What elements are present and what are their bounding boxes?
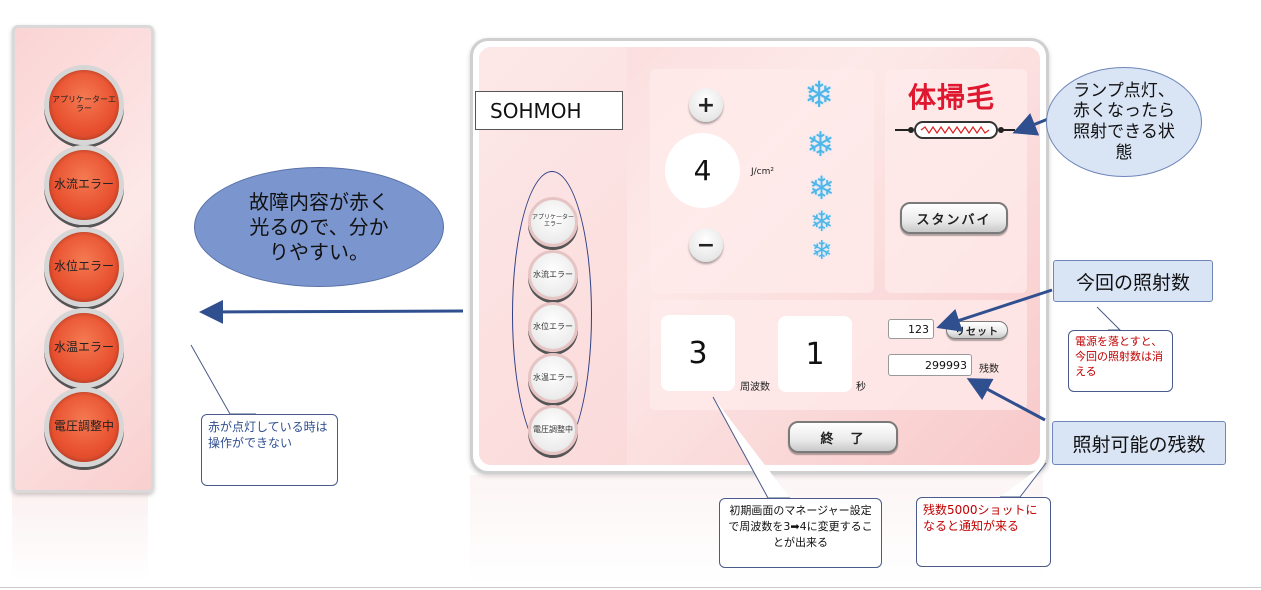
snowflake-icon: ❄ — [810, 205, 834, 238]
snowflake-icon: ❄ — [808, 169, 835, 207]
device-water-level-error: 水位エラー — [528, 302, 578, 352]
plus-icon: + — [696, 92, 716, 118]
seconds-value: 1 — [778, 316, 852, 392]
device-water-level-error-label: 水位エラー — [533, 321, 573, 331]
manager-callout: 初期画面のマネージャー設定で周波数を3➡4に変更することが出来る — [719, 498, 882, 568]
left-panel-reflection — [12, 492, 148, 582]
energy-unit: J/cm² — [751, 167, 775, 177]
remaining-notice-text: 残数5000ショットになると通知が来る — [923, 503, 1038, 534]
red-lit-text: 赤が点灯している時は操作ができない — [208, 420, 328, 451]
water-temp-error-indicator: 水温エラー — [44, 308, 124, 388]
hair-removal-title: 体掃毛 — [908, 81, 996, 114]
applicator-error-label: アプリケーターエラー — [52, 95, 116, 113]
lamp-icon — [895, 121, 1015, 139]
water-flow-error-indicator: 水流エラー — [44, 145, 124, 225]
shot-count-field: 123 — [888, 319, 934, 339]
hair-removal-panel — [885, 69, 1027, 293]
water-level-error-label: 水位エラー — [53, 259, 114, 274]
error-visible-callout: 故障内容が赤く光るので、分かりやすい。 — [194, 167, 444, 287]
error-panel-zoom: アプリケーターエラー 水流エラー 水位エラー 水温エラー 電圧調整中 — [12, 25, 154, 493]
minus-icon: − — [696, 232, 716, 258]
device-applicator-error: アプリケーターエラー — [528, 197, 578, 247]
lamp-callout: ランプ点灯、赤くなったら照射できる状態 — [1046, 67, 1202, 177]
energy-plus-button[interactable]: + — [689, 88, 723, 122]
energy-minus-button[interactable]: − — [689, 228, 723, 262]
error-group-highlight — [512, 171, 592, 458]
device-voltage-adjusting: 電圧調整中 — [528, 405, 578, 455]
manager-text: 初期画面のマネージャー設定で周波数を3➡4に変更することが出来る — [728, 504, 873, 549]
snowflake-icon: ❄ — [804, 75, 835, 116]
device-water-temp-error-label: 水温エラー — [533, 372, 573, 382]
standby-button[interactable]: スタンバイ — [900, 202, 1008, 234]
device-water-temp-error: 水温エラー — [528, 353, 578, 403]
device-water-flow-error-label: 水流エラー — [533, 269, 573, 279]
remaining-label: 残数 — [979, 364, 999, 375]
energy-value: 4 — [665, 133, 740, 208]
voltage-adjusting-indicator: 電圧調整中 — [44, 387, 124, 467]
water-level-error-indicator: 水位エラー — [44, 227, 124, 307]
brand-label: SOHMOH — [475, 91, 623, 130]
footer-divider — [0, 587, 1261, 588]
frequency-value: 3 — [661, 315, 735, 391]
water-flow-error-label: 水流エラー — [53, 177, 114, 192]
end-button[interactable]: 終 了 — [788, 421, 898, 453]
remaining-count-field: 299993 — [888, 354, 972, 376]
remaining-notice-callout: 残数5000ショットになると通知が来る — [916, 497, 1051, 567]
device-voltage-adjusting-label: 電圧調整中 — [533, 424, 573, 434]
lamp-text: ランプ点灯、赤くなったら照射できる状態 — [1073, 80, 1175, 163]
error-visible-text: 故障内容が赤く光るので、分かりやすい。 — [249, 189, 389, 264]
applicator-error-indicator: アプリケーターエラー — [44, 65, 124, 145]
frequency-label: 周波数 — [740, 382, 770, 393]
power-off-text: 電源を落とすと、今回の照射数は消える — [1075, 335, 1163, 378]
current-shots-label: 今回の照射数 — [1053, 260, 1213, 302]
device-water-flow-error: 水流エラー — [528, 250, 578, 300]
seconds-label: 秒 — [856, 382, 866, 393]
water-temp-error-label: 水温エラー — [53, 340, 114, 355]
remaining-shots-label: 照射可能の残数 — [1052, 421, 1226, 465]
snowflake-icon: ❄ — [811, 236, 833, 266]
snowflake-icon: ❄ — [806, 125, 835, 165]
red-lit-callout: 赤が点灯している時は操作ができない — [201, 414, 338, 486]
device-applicator-error-label: アプリケーターエラー — [531, 214, 574, 228]
voltage-adjusting-label: 電圧調整中 — [53, 419, 114, 434]
power-off-callout: 電源を落とすと、今回の照射数は消える — [1068, 330, 1173, 392]
